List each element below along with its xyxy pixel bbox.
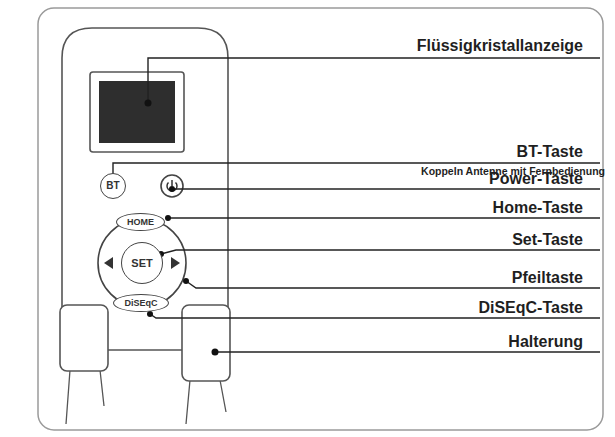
left-holder	[60, 305, 108, 371]
display-frame	[90, 72, 184, 152]
button-label: DiSEqC	[124, 299, 157, 308]
bt-button: BT	[100, 173, 126, 199]
right-holder	[182, 305, 230, 381]
power-symbol-bar	[171, 180, 173, 186]
part-label: Home-Taste	[493, 199, 583, 217]
power-button	[161, 175, 183, 197]
diseqc-button: DiSEqC	[113, 294, 169, 312]
right-arrow	[171, 257, 180, 269]
part-label: BT-Taste	[517, 143, 583, 161]
button-label: HOME	[127, 218, 154, 227]
set-button: SET	[121, 242, 163, 284]
part-label: Pfeiltaste	[512, 269, 583, 287]
part-label: Set-Taste	[512, 231, 583, 249]
button-label: BT	[106, 181, 119, 191]
outer-frame	[38, 8, 603, 430]
part-label: DiSEqC-Taste	[478, 299, 583, 317]
part-label: Halterung	[508, 333, 583, 351]
button-label: SET	[131, 258, 152, 269]
leader-lines	[113, 58, 600, 352]
left-arrow	[104, 257, 113, 269]
display-screen	[99, 81, 175, 143]
part-label: Flüssigkristallanzeige	[417, 37, 583, 55]
part-label: Power-Taste	[489, 170, 583, 188]
home-button: HOME	[116, 213, 165, 231]
